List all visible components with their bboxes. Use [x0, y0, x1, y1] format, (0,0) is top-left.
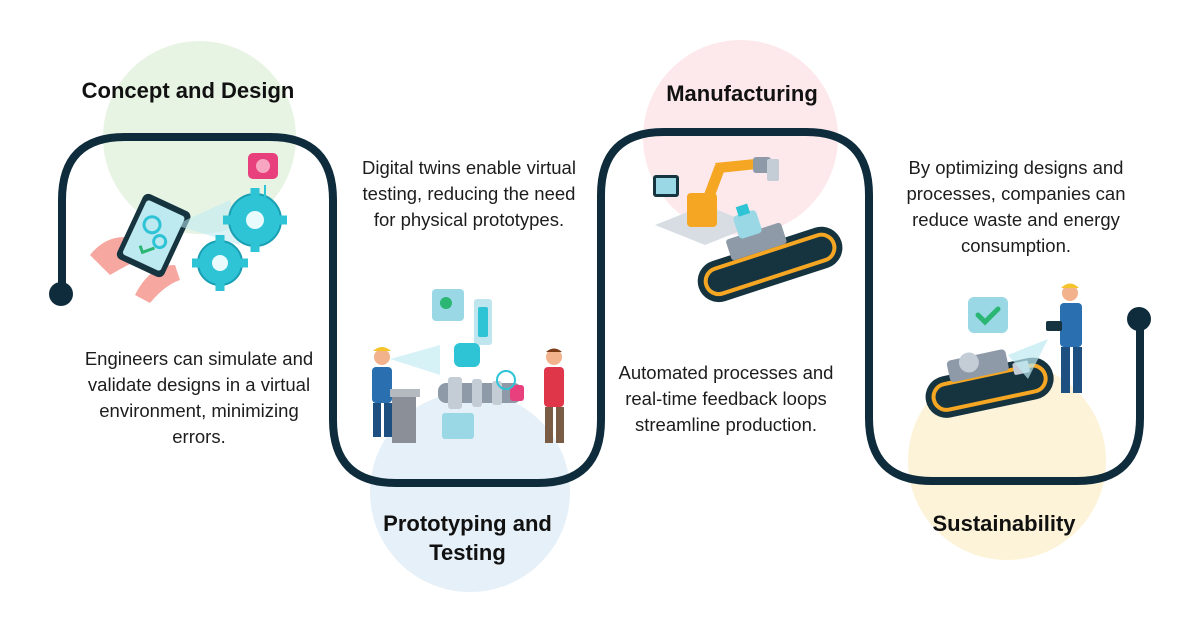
stage-title-prototype: Prototyping and Testing	[383, 511, 552, 565]
manufacturing-background-circle	[643, 40, 838, 235]
path-end-dot	[1127, 307, 1151, 331]
robot-arm-conveyor-illustration	[653, 157, 843, 303]
stage-title-manufacturing: Manufacturing	[666, 81, 818, 106]
stage-title-concept: Concept and Design	[81, 78, 295, 103]
stage-title-sustainability: Sustainability	[932, 511, 1076, 536]
stage-desc-manufacturing: Automated processes and real-time feedba…	[618, 362, 834, 435]
worker-conveyor-check-illustration	[925, 283, 1082, 418]
path-start-dot	[49, 282, 73, 306]
stage-desc-concept: Engineers can simulate and validate desi…	[84, 348, 314, 447]
tablet-gears-illustration	[90, 153, 287, 303]
engineer-hologram-illustration	[372, 289, 564, 443]
stage-desc-prototype: Digital twins enable virtual testing, re…	[362, 157, 576, 230]
stage-desc-sustainability: By optimizing designs and processes, com…	[906, 157, 1126, 256]
